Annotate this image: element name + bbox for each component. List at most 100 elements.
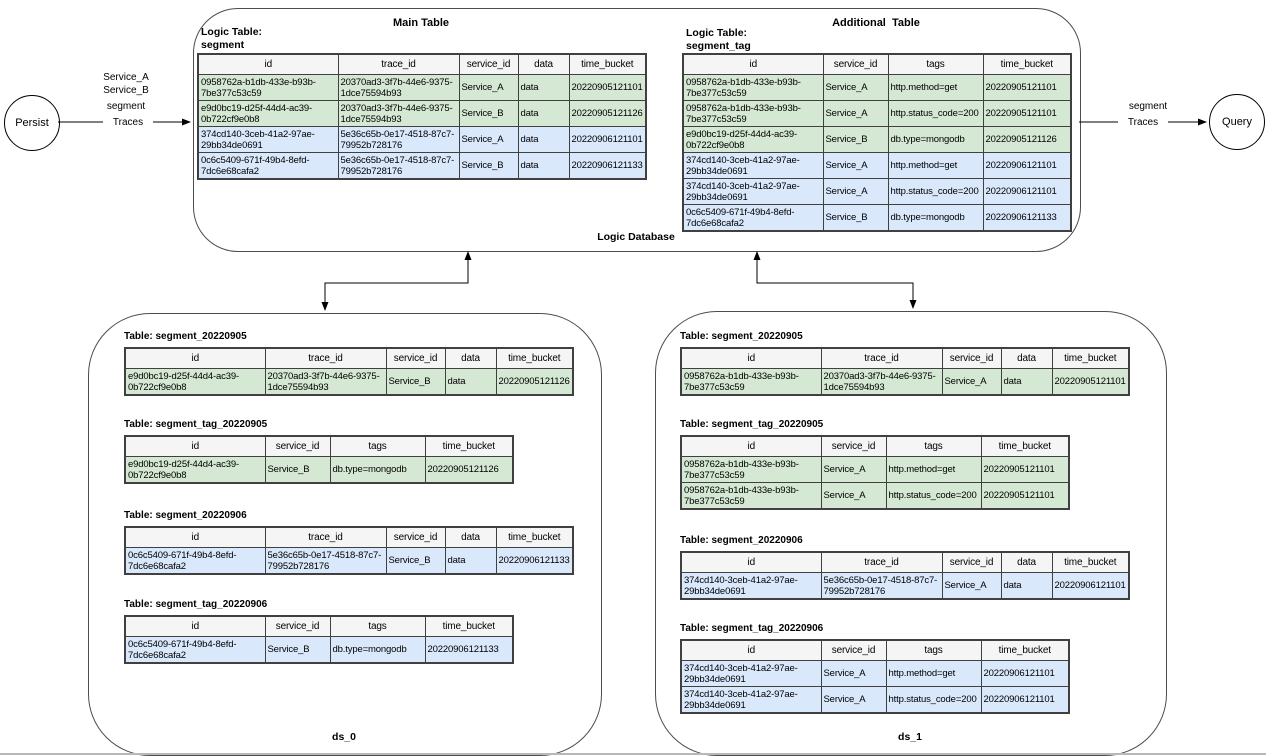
table-cell: 374cd140-3ceb-41a2-97ae-29bb34de0691 (680, 660, 822, 687)
table-column-header: time_bucket (980, 639, 1070, 661)
table-cell: Service_B (385, 368, 446, 396)
table-cell: Service_B (822, 204, 889, 232)
table-cell: 5e36c65b-0e17-4518-87c7-79952b728176 (820, 572, 943, 600)
main-table-title: Main Table (392, 17, 450, 29)
table-cell: 0c6c5409-671f-49b4-8efd-7dc6e68cafa2 (682, 204, 824, 232)
table-cell: Service_A (820, 686, 887, 714)
table-cell: 0958762a-b1db-433e-b93b-7be377c53c59 (680, 368, 822, 396)
table-column-header: data (517, 53, 570, 75)
main-table-subtitle: Logic Table: segment (201, 26, 262, 52)
table-column-header: time_bucket (495, 526, 574, 548)
table-column-header: service_id (822, 53, 889, 75)
table-cell: 20220906121133 (982, 204, 1072, 232)
table-column-header: service_id (458, 53, 519, 75)
table-cell: http.method=get (887, 74, 984, 101)
table-column-header: id (680, 639, 822, 661)
table-column-header: id (682, 53, 824, 75)
logic-database-label: Logic Database (597, 231, 675, 243)
table-cell: data (517, 126, 570, 153)
table-cell: e9d0bc19-d25f-44d4-ac39-0b722cf9e0b8 (682, 126, 824, 153)
table-cell: 20220906121101 (1051, 572, 1130, 600)
ds0-table-caption: Table: segment_20220905 (124, 331, 247, 342)
table-cell: Service_A (941, 572, 1002, 600)
table-cell: 5e36c65b-0e17-4518-87c7-79952b728176 (337, 152, 460, 180)
table-cell: 374cd140-3ceb-41a2-97ae-29bb34de0691 (680, 686, 822, 714)
table-cell: data (1000, 572, 1053, 600)
table-cell: Service_A (820, 482, 887, 510)
table-cell: 20220905121126 (982, 126, 1072, 153)
table-column-header: id (124, 435, 266, 457)
table-cell: data (517, 100, 570, 127)
table-cell: 20220905121126 (568, 100, 647, 127)
table-column-header: time_bucket (424, 615, 514, 637)
table-cell: 374cd140-3ceb-41a2-97ae-29bb34de0691 (197, 126, 339, 153)
persist-node-label: Persist (15, 117, 49, 129)
persist-table-label: segment (106, 101, 146, 112)
table-column-header: id (124, 347, 266, 369)
table-column-header: time_bucket (568, 53, 647, 75)
ds0-table-caption: Table: segment_tag_20220906 (124, 599, 268, 610)
persist-node: Persist (4, 95, 60, 151)
table-column-header: id (124, 526, 266, 548)
table-column-header: id (124, 615, 266, 637)
table-cell: Service_A (822, 178, 889, 205)
table-column-header: id (680, 435, 822, 457)
table-cell: 20220905121101 (568, 74, 647, 101)
table-column-header: trace_id (820, 347, 943, 369)
table-column-header: tags (885, 435, 982, 457)
table-cell: 5e36c65b-0e17-4518-87c7-79952b728176 (264, 547, 387, 575)
table-column-header: service_id (820, 435, 887, 457)
table-cell: 0958762a-b1db-433e-b93b-7be377c53c59 (680, 456, 822, 483)
table-column-header: service_id (941, 347, 1002, 369)
table-cell: db.type=mongodb (887, 204, 984, 232)
table-cell: 0958762a-b1db-433e-b93b-7be377c53c59 (197, 74, 339, 101)
table-column-header: data (1000, 551, 1053, 573)
table-column-header: data (444, 347, 497, 369)
table-cell: e9d0bc19-d25f-44d4-ac39-0b722cf9e0b8 (197, 100, 339, 127)
ds1-label: ds_1 (898, 731, 922, 743)
table-cell: Service_B (264, 456, 331, 484)
table-column-header: service_id (820, 639, 887, 661)
table-cell: Service_A (458, 126, 519, 153)
table-cell: http.status_code=200 (887, 100, 984, 127)
query-arrow-label: Traces (1118, 117, 1168, 128)
table-column-header: trace_id (264, 526, 387, 548)
table-column-header: time_bucket (495, 347, 574, 369)
table-cell: 0c6c5409-671f-49b4-8efd-7dc6e68cafa2 (124, 547, 266, 575)
table-cell: http.method=get (887, 152, 984, 179)
table-cell: http.method=get (885, 456, 982, 483)
table-cell: 20370ad3-3f7b-44e6-9375-1dce75594b93 (264, 368, 387, 396)
logicdb-ds0-connector (321, 251, 472, 311)
table-column-header: service_id (385, 347, 446, 369)
table-cell: Service_A (822, 152, 889, 179)
query-node-label: Query (1222, 116, 1252, 128)
table-column-header: tags (885, 639, 982, 661)
table-column-header: time_bucket (980, 435, 1070, 457)
table-cell: e9d0bc19-d25f-44d4-ac39-0b722cf9e0b8 (124, 456, 266, 484)
table-cell: 20370ad3-3f7b-44e6-9375-1dce75594b93 (337, 100, 460, 127)
table-cell: 20220906121101 (980, 686, 1070, 714)
table-cell: 20220906121101 (980, 660, 1070, 687)
table-cell: db.type=mongodb (329, 456, 426, 484)
table-cell: http.method=get (885, 660, 982, 687)
